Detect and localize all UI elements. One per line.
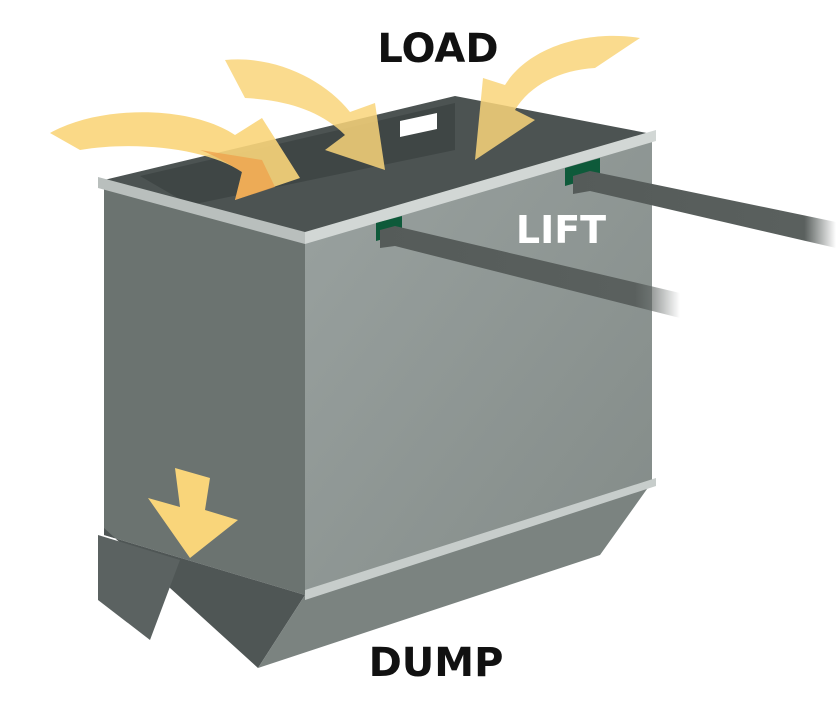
rim-front [305,130,656,244]
dump-label: DUMP [369,640,504,686]
bin-left-side [104,180,305,595]
load-arrow-left [50,112,300,200]
lift-label: LIFT [516,208,606,252]
fork-left [380,226,680,318]
back-handle-slot [400,113,437,137]
chute-front [258,482,652,668]
dump-arrow [148,468,238,558]
load-arrow-center [225,59,385,170]
fork-right [573,171,836,248]
chute-front-edge [305,478,656,600]
chute-left-lip [98,535,180,640]
load-arrow-left-shade [200,150,275,200]
load-label: LOAD [377,26,498,72]
load-arrow-right [475,35,640,160]
bin-front-face [305,134,652,595]
rim-left [98,177,305,244]
